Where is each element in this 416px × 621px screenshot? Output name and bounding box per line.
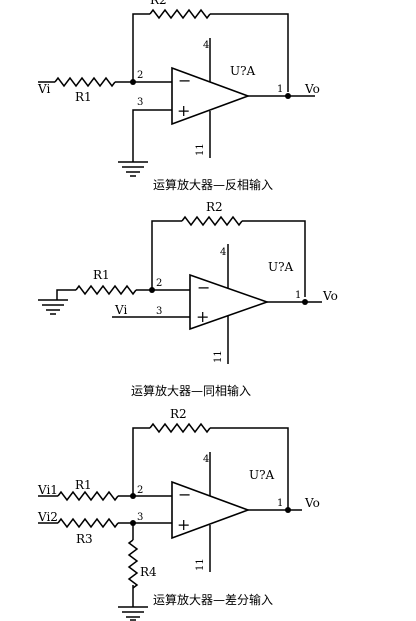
resistor-r1 [54,76,116,88]
ground-wire [56,289,76,300]
pin-4: 4 [220,247,226,258]
label-r1: R1 [75,90,92,104]
label-vi1: Vi1 [37,483,58,497]
pin-2: 2 [156,278,162,289]
label-r2: R2 [206,200,223,214]
label-r4: R4 [140,565,157,579]
feedback-wire-left [132,13,150,82]
ground-symbol [118,606,148,621]
label-r1: R1 [75,478,92,492]
caption-inverting: 运算放大器—反相输入 [153,177,273,192]
minus-sign: − [178,485,191,504]
minus-sign: − [178,71,191,90]
resistor-r2 [149,8,211,20]
label-vi: Vi [37,82,50,96]
pin-1: 1 [295,290,301,301]
resistor-r2 [181,215,243,227]
resistor-r1 [75,284,137,296]
junction-dot [302,299,308,305]
junction-dot [149,287,155,293]
resistor-r2 [149,422,211,434]
ground-symbol [38,299,68,315]
label-r3: R3 [76,532,93,546]
pin-11: 11 [213,350,224,363]
junction-dot [285,93,291,99]
pin-11: 11 [195,143,206,156]
label-r1: R1 [93,268,110,282]
label-vo: Vo [304,496,320,510]
junction-dot [130,493,136,499]
op-amp-triangle [189,273,270,331]
label-vi: Vi [114,303,127,317]
feedback-wire-right [210,427,289,510]
plus-sign: + [196,307,209,326]
feedback-wire-left [132,427,150,496]
pin-1: 1 [277,498,283,509]
feedback-wire-left [151,220,182,290]
pin-11: 11 [195,558,206,571]
label-vo: Vo [304,82,320,96]
pin-3: 3 [137,97,143,108]
label-amp: U?A [268,260,294,274]
feedback-wire-right [242,220,306,297]
circuit-noninverting: R2 R1 2 Vi 3 4 11 − + U?A 1 Vo 运算放大器—同相输… [38,200,338,398]
label-r2: R2 [150,0,167,7]
pin-2: 2 [137,70,143,81]
caption-noninverting: 运算放大器—同相输入 [131,383,251,398]
circuit-inverting: R2 Vi R1 2 3 4 11 − + U?A 1 Vo 运算放大器—反相输… [37,0,320,192]
resistor-r1 [57,490,119,502]
noninverting-input-wire [132,109,172,162]
pin-4: 4 [203,454,209,465]
junction-dot [130,79,136,85]
junction-dot [285,507,291,513]
label-r2: R2 [170,407,187,421]
minus-sign: − [197,278,210,297]
caption-differential: 运算放大器—差分输入 [153,592,273,607]
ground-symbol [118,161,148,177]
circuit-differential: R2 Vi1 R1 2 Vi2 3 R3 R4 4 11 − + U?A 1 V… [37,407,320,621]
plus-sign: + [177,101,190,120]
resistor-r4 [127,539,139,589]
resistor-r3 [57,517,119,529]
feedback-wire-right [210,13,289,92]
pin-4: 4 [203,40,209,51]
pin-1: 1 [277,84,283,95]
plus-sign: + [177,515,190,534]
pin-2: 2 [137,485,143,496]
label-vo: Vo [322,289,338,303]
label-amp: U?A [230,64,256,78]
label-vi2: Vi2 [37,510,58,524]
pin-3: 3 [137,512,143,523]
pin-3: 3 [156,306,162,317]
label-amp: U?A [249,468,275,482]
